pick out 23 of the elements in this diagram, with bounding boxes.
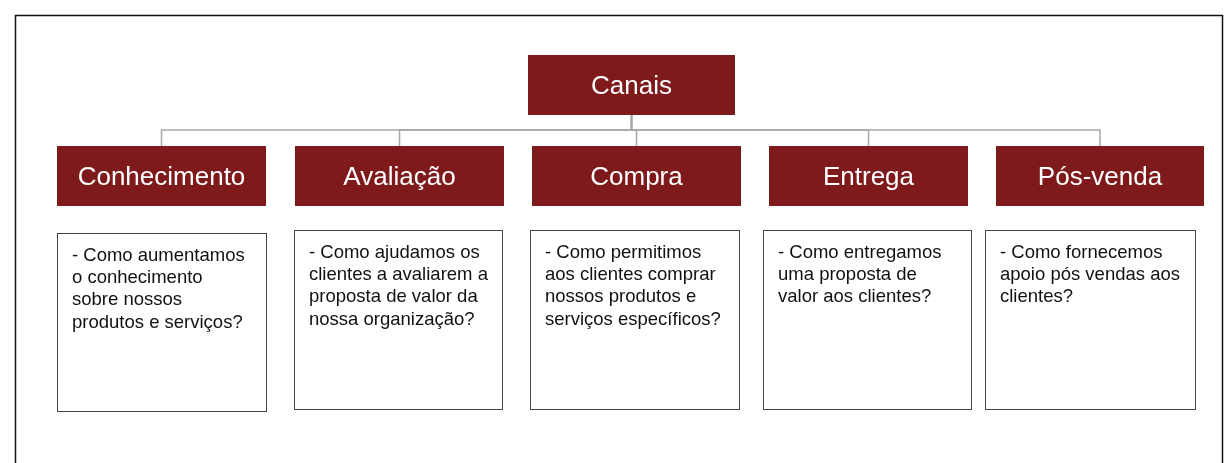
connector-line [630,114,1101,147]
heading-box [769,146,968,206]
question-text: - Como fornecemos apoio pós vendas aos clientes? [1000,241,1180,307]
heading-box [996,146,1204,206]
heading-box [57,146,266,206]
heading-box [532,146,741,206]
question-text: - Como aumentamos o conhecimento sobre nossos produtos e serviços? [72,244,245,332]
heading-text: Conhecimento [77,160,246,192]
text-box [530,230,740,410]
heading-text: Compra [590,160,683,192]
text-box [985,230,1196,410]
heading-text: Entrega [822,160,915,192]
heading-box [295,146,504,206]
heading-text: Pós-venda [1037,160,1163,192]
text-box [57,233,267,412]
question-text: - Como entregamos uma proposta de valor aos clientes? [778,241,942,307]
question-text: - Como ajudamos os clientes a avaliarem a proposta de valor da nossa organização? [309,241,488,329]
text-box [763,230,972,410]
heading-box [528,55,735,115]
heading-text: Avaliação [343,160,456,192]
heading-text: Canais [591,69,672,101]
question-text: - Como permitimos aos clientes comprar nossos produtos e serviços específicos? [545,241,721,329]
text-box [294,230,503,410]
